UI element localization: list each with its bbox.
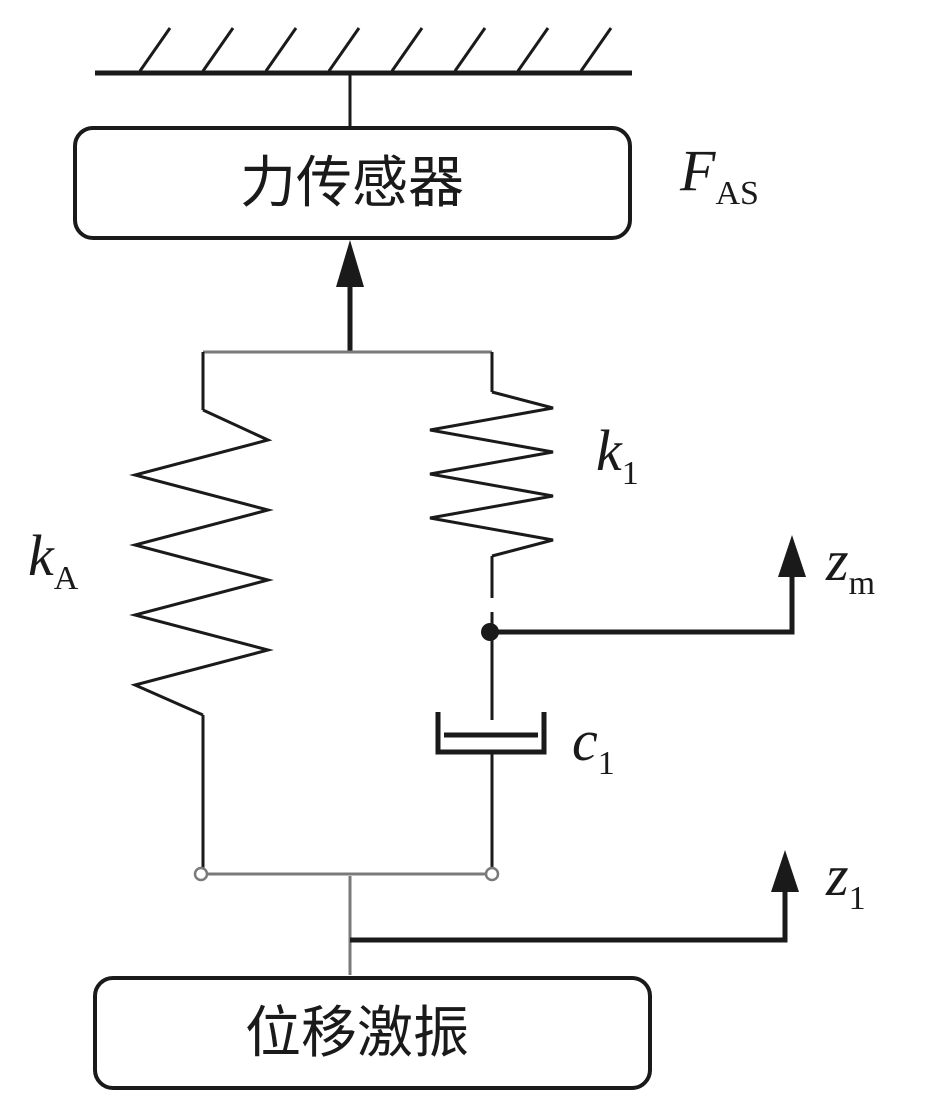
force-arrow-head [336,240,364,287]
fixed-ground [95,27,632,76]
zm-displacement-arrow [490,535,806,635]
damper-c1 [435,712,547,868]
damper-c1-label: c1 [572,708,615,782]
z1-label: z1 [825,843,866,917]
left-hinge [193,866,209,882]
spring-k1-label: k1 [596,418,639,492]
spring-ka-label: kA [28,523,79,597]
z1-displacement-arrow [350,850,799,943]
force-arrow [336,240,364,352]
force-label: FAS [679,138,759,212]
z1-arrow-head [771,850,799,892]
zm-label: zm [825,528,875,602]
bottom-rigid-bar [193,866,500,882]
spring-k1 [429,352,554,598]
displacement-excitation-box: 位移激振 [93,976,652,1090]
ground-hatching [138,27,613,72]
spring-ka [129,352,274,868]
force-sensor-label: 力传感器 [240,151,464,216]
right-hinge [484,866,500,882]
displacement-excitation-label: 位移激振 [245,1001,469,1066]
force-sensor-box: 力传感器 [73,126,632,240]
zm-arrow-head [778,535,806,577]
